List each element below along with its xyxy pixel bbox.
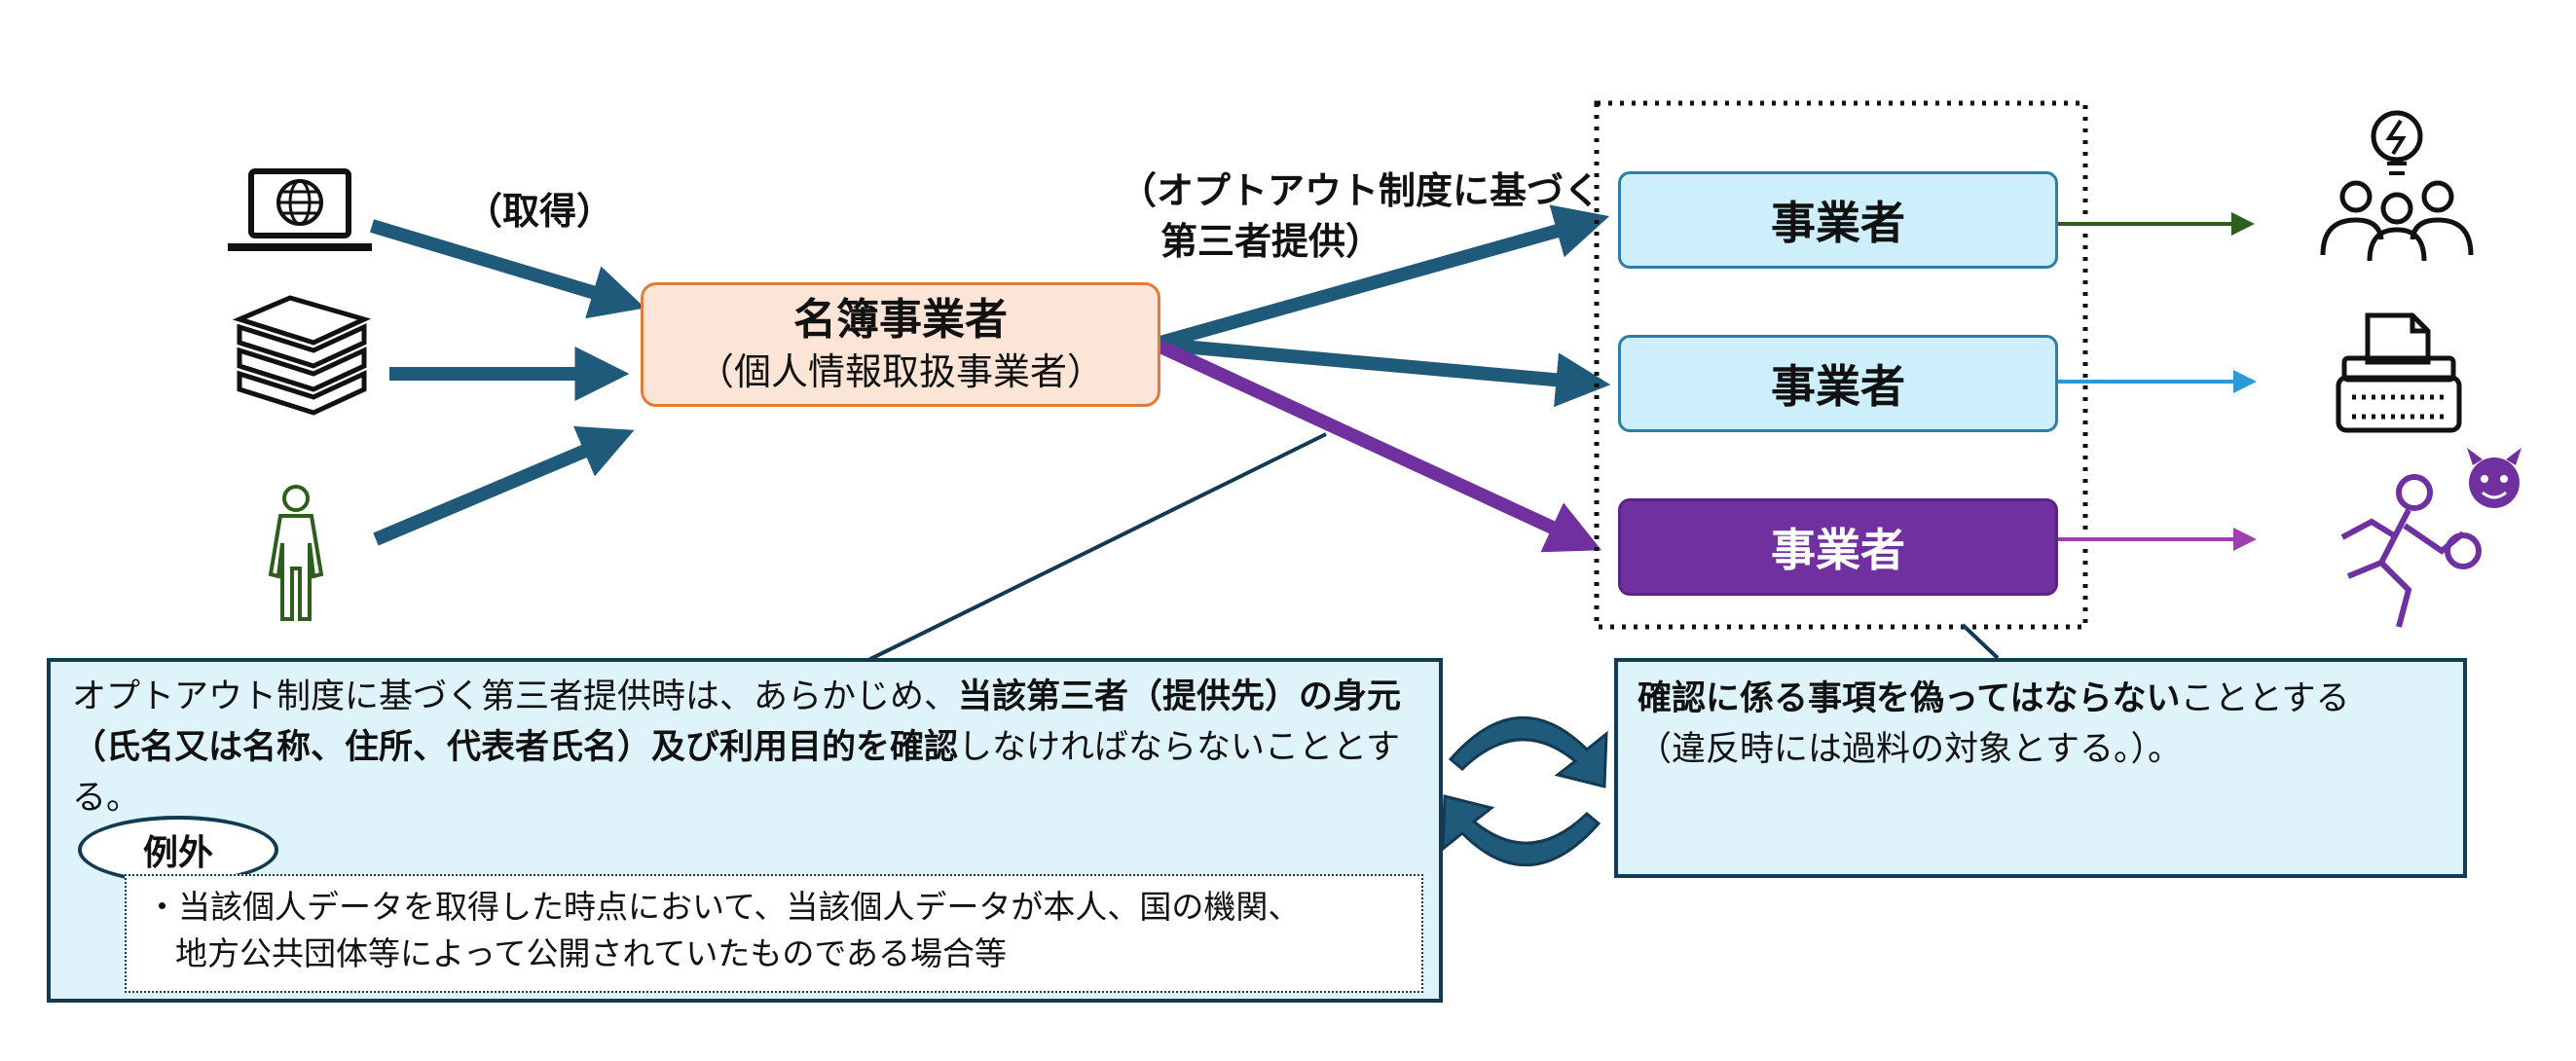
optout-label: （オプトアウト制度に基づく 第三者提供） [1120, 165, 1601, 267]
recipient-business-3-malicious: 事業者 [1618, 498, 2058, 596]
right-note-box: 確認に係る事項を偽ってはならないこととする （違反時には過料の対象とする。）。 [1614, 658, 2467, 878]
cycle-arrows-icon [1441, 716, 1608, 866]
callout-line-left [860, 432, 1327, 666]
exception-line1: ・当該個人データを取得した時点において、当該個人データが本人、国の機関、 [146, 888, 1301, 926]
optout-label-line2: 第三者提供） [1160, 220, 1383, 263]
left-note-bold: 当該第三者（提供先）の身元（氏名又は名称、住所、代表者氏名）及び利用目的を確認 [72, 677, 1402, 767]
right-note-sub: （違反時には過料の対象とする。）。 [1638, 730, 2182, 769]
recipient-business-1: 事業者 [1618, 171, 2058, 269]
list-broker-title: 名簿事業者 [793, 295, 1008, 345]
thief-devil-icon [2340, 474, 2482, 628]
optout-label-line1: （オプトアウト制度に基づく [1120, 169, 1601, 212]
laptop-globe-icon [228, 168, 372, 251]
right-note-bold: 確認に係る事項を偽ってはならない [1638, 679, 2181, 718]
right-note-text: 確認に係る事項を偽ってはならないこととする [1638, 674, 2444, 724]
right-note-text-part: こととする [2180, 679, 2350, 718]
typewriter-icon [2336, 312, 2462, 433]
books-icon [232, 295, 372, 416]
list-broker-box: 名簿事業者 （個人情報取扱事業者） [641, 282, 1160, 407]
acquisition-arrows [369, 219, 645, 546]
recipients-enclosure [1594, 100, 2088, 630]
person-icon [268, 485, 324, 621]
devil-face-icon [2467, 448, 2521, 508]
recipient-business-2: 事業者 [1618, 335, 2058, 432]
left-note-text-part2: しなければならないこととする。 [72, 728, 1400, 818]
callout-line-right [1961, 623, 2000, 660]
exception-line2: 地方公共団体等によって公開されていたものである場合等 [175, 934, 1008, 972]
acquisition-label: （取得） [465, 190, 614, 233]
exception-label: 例外 [78, 816, 278, 884]
left-note-text: オプトアウト制度に基づく第三者提供時は、あらかじめ、当該第三者（提供先）の身元（… [72, 672, 1417, 823]
outcome-arrows [2058, 212, 2257, 551]
left-note-text-part1: オプトアウト制度に基づく第三者提供時は、あらかじめ、 [72, 677, 959, 716]
people-idea-icon [2320, 110, 2474, 262]
optout-arrows [1158, 204, 1611, 553]
exception-box: ・当該個人データを取得した時点において、当該個人データが本人、国の機関、 地方公… [125, 874, 1423, 993]
list-broker-subtitle: （個人情報取扱事業者） [696, 350, 1104, 393]
